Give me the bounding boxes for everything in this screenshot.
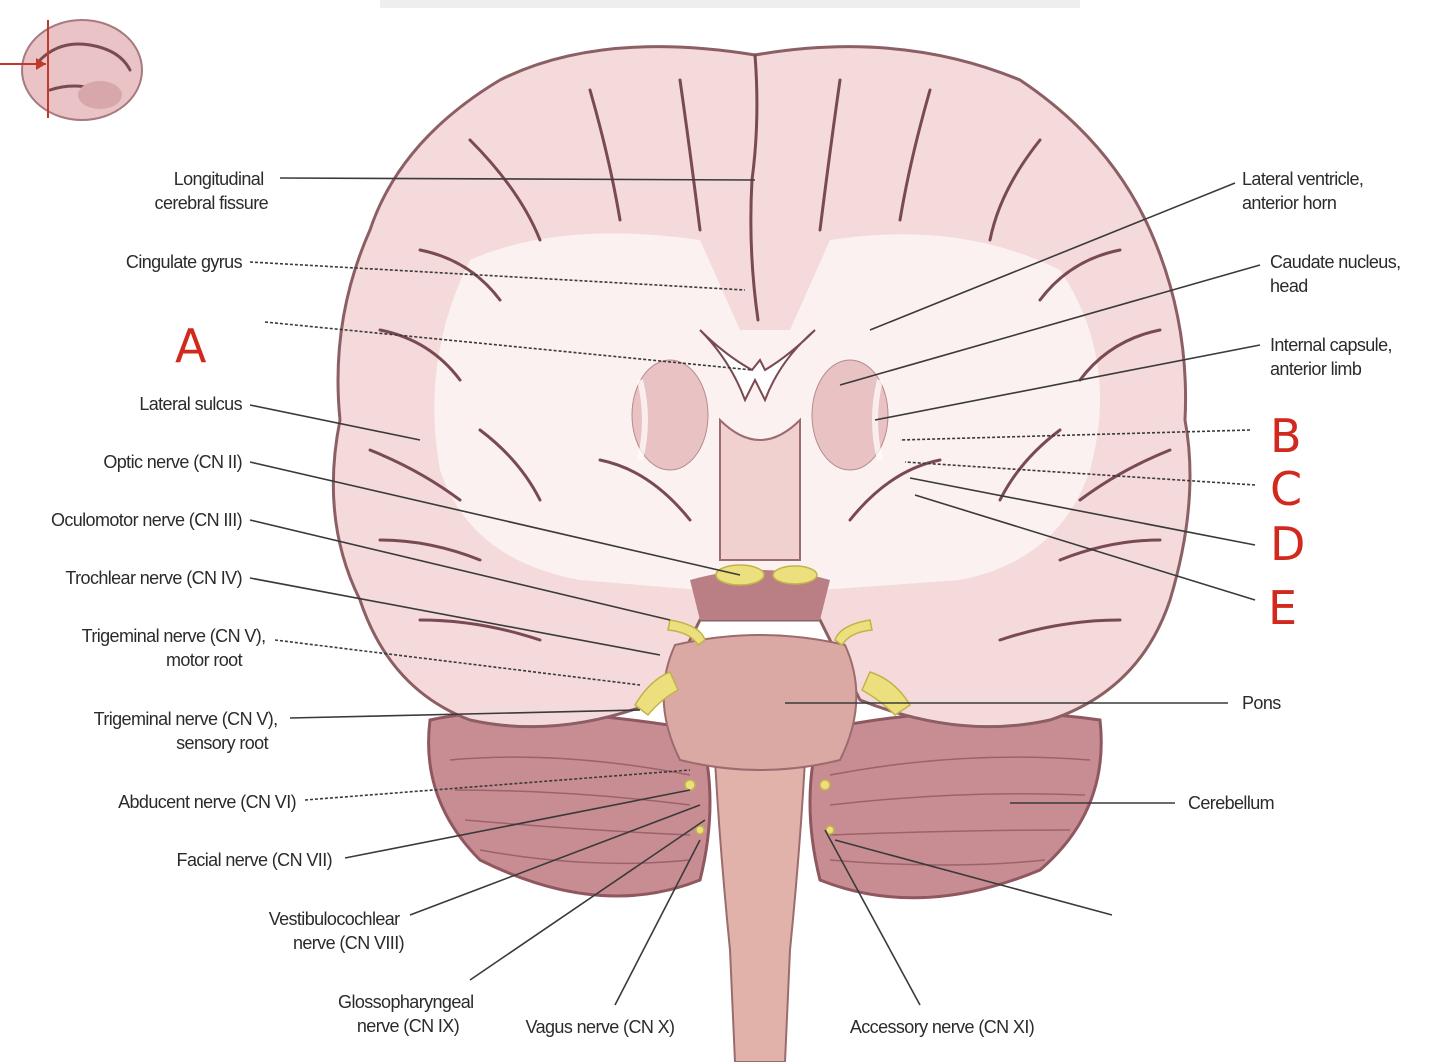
label-lateral-sulcus: Lateral sulcus bbox=[139, 394, 242, 414]
label-facial-nerve: Facial nerve (CN VII) bbox=[177, 850, 332, 870]
label-longitudinal-cerebral-fissure: Longitudinal cerebral fissure bbox=[155, 169, 269, 213]
label-accessory-nerve: Accessory nerve (CN XI) bbox=[850, 1017, 1034, 1037]
letter-a: A bbox=[175, 319, 207, 373]
label-pons: Pons bbox=[1242, 693, 1281, 713]
letter-e: E bbox=[1268, 581, 1297, 635]
label-cerebellum: Cerebellum bbox=[1188, 793, 1274, 813]
top-band bbox=[380, 0, 1080, 8]
label-trigeminal-sensory-root: Trigeminal nerve (CN V), sensory root bbox=[94, 709, 282, 753]
label-internal-capsule: Internal capsule, anterior limb bbox=[1270, 335, 1396, 379]
letter-d: D bbox=[1270, 517, 1305, 571]
label-optic-nerve: Optic nerve (CN II) bbox=[103, 452, 242, 472]
label-cingulate-gyrus: Cingulate gyrus bbox=[126, 252, 243, 272]
label-trochlear-nerve: Trochlear nerve (CN IV) bbox=[65, 568, 242, 588]
label-glossopharyngeal-nerve: Glossopharyngeal nerve (CN IX) bbox=[338, 992, 478, 1036]
label-caudate-nucleus: Caudate nucleus, head bbox=[1270, 252, 1405, 296]
label-abducent-nerve: Abducent nerve (CN VI) bbox=[118, 792, 296, 812]
labels-left: Longitudinal cerebral fissure Cingulate … bbox=[51, 169, 405, 953]
brain-illustration bbox=[331, 45, 1192, 1062]
label-oculomotor-nerve: Oculomotor nerve (CN III) bbox=[51, 510, 242, 530]
labels-right: Lateral ventricle, anterior horn Caudate… bbox=[1188, 169, 1405, 813]
label-vestibulocochlear-nerve: Vestibulocochlear nerve (CN VIII) bbox=[269, 909, 404, 953]
orientation-thumbnail-icon bbox=[0, 19, 143, 121]
labels-bottom: Glossopharyngeal nerve (CN IX) Vagus ner… bbox=[338, 992, 1035, 1037]
handwritten-letters: A B C D E bbox=[175, 319, 1305, 635]
label-lateral-ventricle: Lateral ventricle, anterior horn bbox=[1242, 169, 1368, 213]
leader-lines bbox=[249, 177, 1261, 1006]
label-trigeminal-motor-root: Trigeminal nerve (CN V), motor root bbox=[82, 626, 270, 670]
letter-b: B bbox=[1270, 409, 1302, 463]
label-vagus-nerve: Vagus nerve (CN X) bbox=[526, 1017, 675, 1037]
letter-c: C bbox=[1270, 462, 1302, 516]
